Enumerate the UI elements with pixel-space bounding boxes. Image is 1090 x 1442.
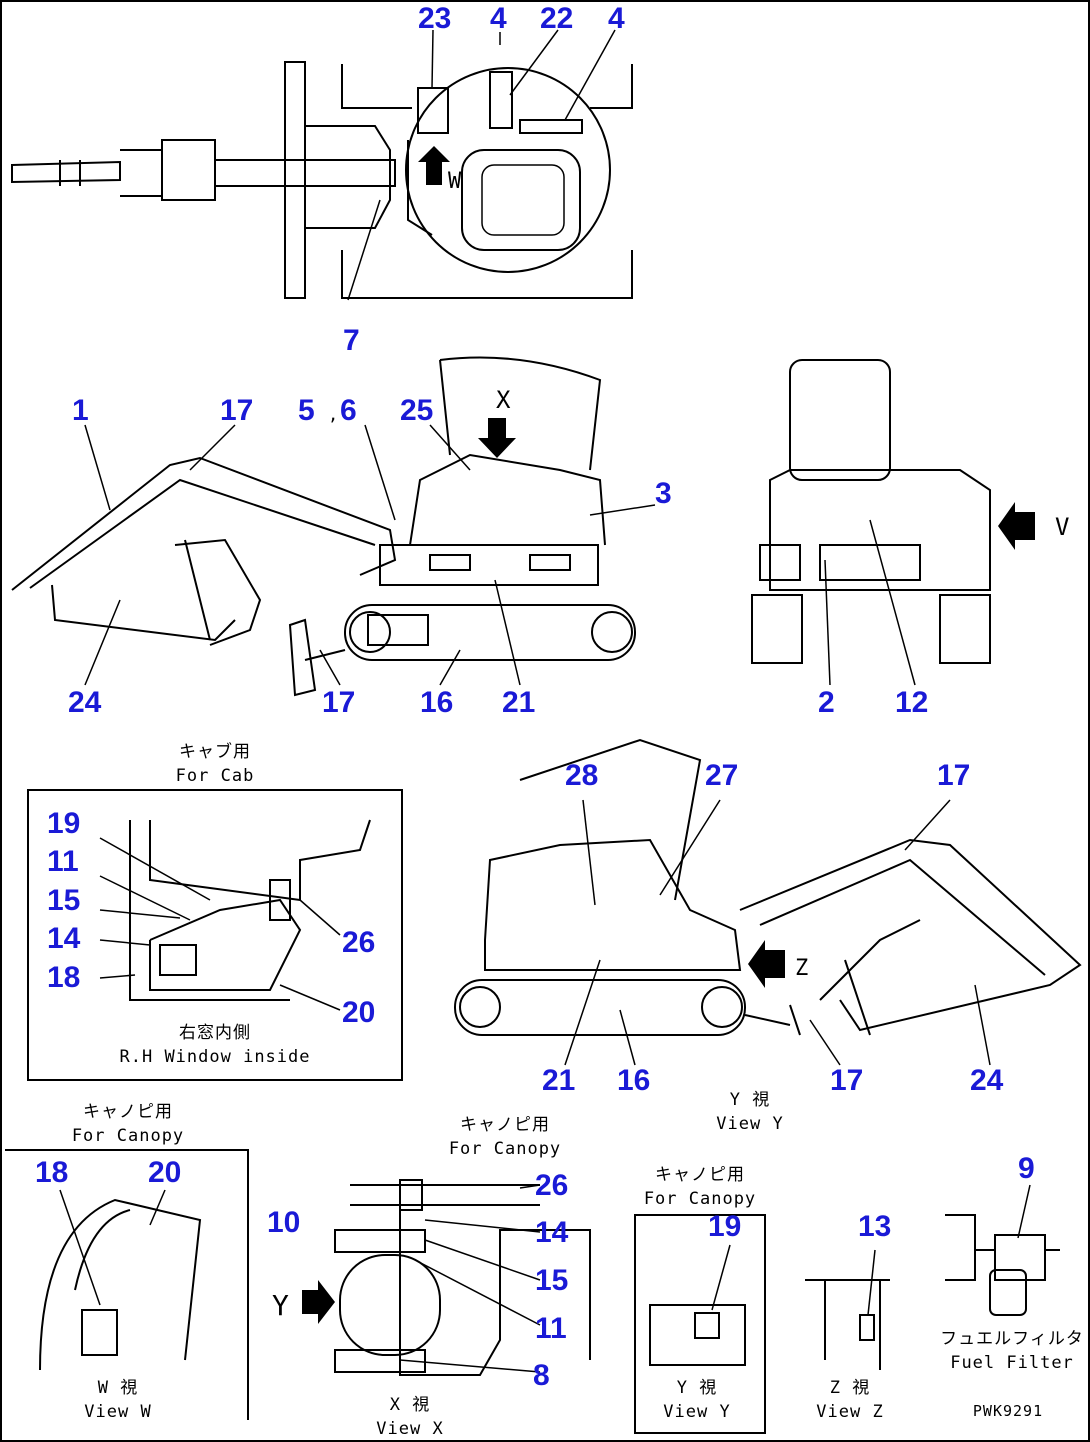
view-letter-w: W: [448, 169, 462, 194]
part-number-17: 17: [220, 394, 253, 427]
caption-rh-en: R.H Window inside: [120, 1047, 311, 1067]
part-number-17: 17: [830, 1064, 863, 1097]
part-number-6: 6: [340, 394, 357, 427]
part-number-10: 10: [267, 1206, 300, 1239]
caption-view-y-jp: Y 視: [730, 1090, 770, 1110]
caption-view-y-en: View Y: [716, 1114, 783, 1134]
view-letter-y: Y: [272, 1289, 290, 1322]
part-number-2: 2: [818, 686, 835, 719]
part-number-18: 18: [47, 961, 80, 994]
caption-fuel-en: Fuel Filter: [950, 1353, 1074, 1373]
caption-view-z-en: View Z: [816, 1402, 883, 1422]
part-number-21: 21: [542, 1064, 575, 1097]
part-number-18: 18: [35, 1156, 68, 1189]
part-number-17: 17: [322, 686, 355, 719]
part-number-9: 9: [1018, 1152, 1035, 1185]
part-number-26: 26: [535, 1169, 568, 1202]
part-number-12: 12: [895, 686, 928, 719]
caption-canopy-en: For Canopy: [72, 1126, 184, 1146]
caption-canopy-y-jp: キャノピ用: [655, 1165, 745, 1185]
part-number-4: 4: [490, 2, 507, 35]
view-letter-x: X: [496, 386, 511, 414]
part-number-20: 20: [148, 1156, 181, 1189]
caption-canopy-jp: キャノピ用: [83, 1102, 173, 1122]
part-number-16: 16: [617, 1064, 650, 1097]
part-number-24: 24: [68, 686, 102, 719]
part-number-21: 21: [502, 686, 535, 719]
part-number-19: 19: [47, 807, 80, 840]
part-number-13: 13: [858, 1210, 891, 1243]
part-number-15: 15: [535, 1264, 568, 1297]
view-y: [634, 1214, 766, 1434]
caption-view-x-jp: X 視: [390, 1395, 430, 1415]
view-x: [302, 1179, 591, 1376]
part-number-26: 26: [342, 926, 375, 959]
part-number-7: 7: [343, 324, 360, 357]
caption-view-z-jp: Z 視: [830, 1378, 870, 1398]
caption-cab-jp: キャブ用: [179, 741, 251, 762]
part-number-28: 28: [565, 759, 598, 792]
view-letter-z: Z: [795, 956, 809, 981]
part-number-20: 20: [342, 996, 375, 1029]
view-letter-v: V: [1055, 513, 1070, 541]
caption-view-y2-en: View Y: [663, 1402, 730, 1422]
part-number-8: 8: [533, 1359, 550, 1392]
part-number-3: 3: [655, 477, 672, 510]
caption-view-y2-jp: Y 視: [677, 1378, 717, 1398]
part-number-27: 27: [705, 759, 738, 792]
caption-canopy-x-jp: キャノピ用: [460, 1115, 550, 1135]
part-number-5: 5: [298, 394, 315, 427]
part-number-16: 16: [420, 686, 453, 719]
caption-view-w-en: View W: [84, 1402, 151, 1422]
part-number-24: 24: [970, 1064, 1004, 1097]
part-number-15: 15: [47, 884, 80, 917]
part-number-22: 22: [540, 2, 573, 35]
part-number-14: 14: [47, 922, 81, 955]
fuel-filter-view: [945, 1184, 1060, 1316]
caption-fuel-jp: フュエルフィルタ: [940, 1329, 1084, 1349]
part-number-19: 19: [708, 1210, 741, 1243]
part-number-14: 14: [535, 1216, 569, 1249]
caption-cab-en: For Cab: [176, 766, 255, 786]
part-number-4: 4: [608, 2, 625, 35]
cab-inset: [27, 789, 403, 1081]
top-view: [11, 29, 633, 301]
caption-canopy-y-en: For Canopy: [644, 1189, 756, 1209]
canopy-w-inset: [5, 1149, 249, 1420]
side-view-left: [11, 356, 656, 697]
caption-rh-jp: 右窓内側: [179, 1023, 251, 1043]
part-number-17: 17: [937, 759, 970, 792]
part-number-11: 11: [47, 845, 79, 878]
rear-view: [751, 359, 1035, 686]
view-z: [805, 1249, 890, 1370]
part-number-11: 11: [535, 1312, 567, 1345]
part-number-25: 25: [400, 394, 433, 427]
drawing-code: PWK9291: [973, 1402, 1043, 1420]
caption-canopy-x-en: For Canopy: [449, 1139, 561, 1159]
side-view-right: [454, 738, 1082, 1066]
separator-comma: ,: [328, 405, 339, 425]
caption-view-w-jp: W 視: [98, 1378, 138, 1398]
part-number-1: 1: [72, 394, 89, 427]
part-number-23: 23: [418, 2, 451, 35]
caption-view-x-en: View X: [376, 1419, 443, 1439]
